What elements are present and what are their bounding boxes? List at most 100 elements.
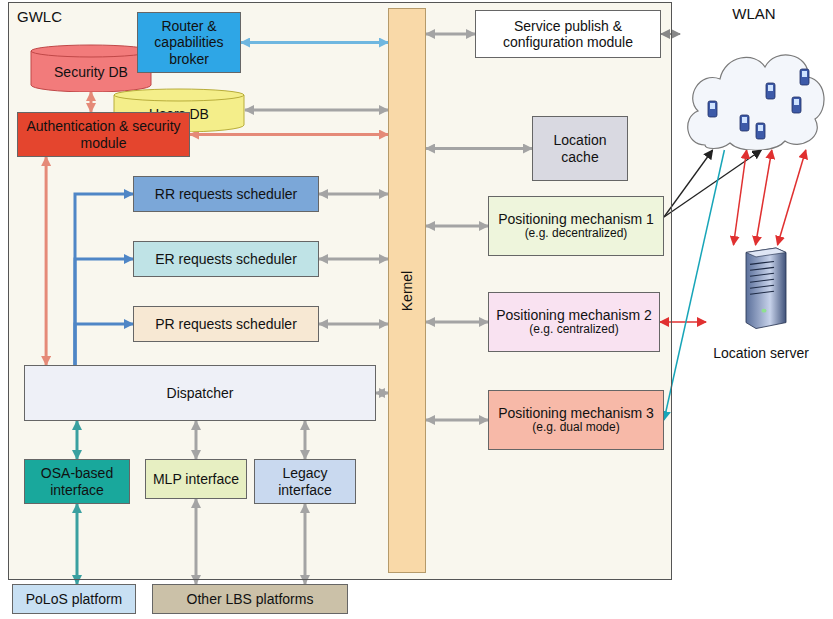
text-holder: PR requests scheduler — [151, 314, 301, 334]
node-label: ER requests scheduler — [155, 251, 297, 267]
server-slot — [750, 267, 774, 270]
device-screen — [758, 125, 763, 131]
mobile-device — [792, 97, 801, 113]
cylinder-top — [114, 89, 244, 101]
scheduler-box: PR requests scheduler — [133, 306, 319, 342]
connector-arrow — [426, 321, 488, 324]
connector-arrow — [76, 504, 79, 584]
interface-box: Legacy interface — [254, 459, 356, 504]
module-box: Service publish & configuration module — [475, 10, 661, 58]
gwlc-frame: GWLC Security DB Router & capabilities bro… — [8, 2, 672, 580]
node-label: RR requests scheduler — [155, 186, 297, 202]
node-label: Router & capabilities broker — [142, 18, 236, 66]
connector-arrow — [376, 392, 388, 395]
connector-arrow — [319, 193, 388, 196]
connector-arrow — [426, 225, 488, 228]
node-label: Authentication & security module — [22, 118, 185, 150]
node-label: Positioning mechanism 3 — [498, 405, 654, 421]
server-shape — [706, 245, 816, 333]
node-label: Location server — [706, 345, 816, 361]
connector-arrow — [241, 41, 388, 44]
connector-arrow — [45, 157, 48, 365]
interface-box: OSA-based interface — [24, 459, 130, 504]
connector-arrow — [734, 150, 747, 245]
connector-arrow — [664, 150, 724, 420]
server-slot — [750, 291, 774, 294]
text-holder: OSA-based interface — [25, 463, 129, 499]
server-slot — [750, 273, 774, 276]
cloud-shape — [680, 5, 828, 150]
connector-arrow — [319, 323, 388, 326]
scheduler-box: RR requests scheduler — [133, 176, 319, 212]
node-label: Positioning mechanism 2 — [496, 307, 652, 323]
device-screen — [794, 99, 799, 105]
connector-arrow — [190, 133, 388, 136]
text-holder: Location cache — [533, 130, 627, 166]
node-label: Location cache — [537, 132, 623, 164]
gwlc-ground — [8, 2, 672, 580]
text-holder: Security DB — [50, 54, 132, 82]
device-screen — [802, 71, 807, 77]
connector-arrow — [75, 194, 133, 365]
dispatcher-box: Dispatcher — [24, 365, 376, 421]
cloud-outline — [688, 55, 824, 150]
connector-arrow — [76, 421, 79, 459]
node-label: GWLC — [17, 8, 62, 25]
server-tower — [746, 248, 786, 329]
connector-arrow — [664, 150, 761, 217]
connector-arrow — [75, 324, 133, 365]
connector-arrow — [660, 321, 706, 323]
cylinder-top — [31, 45, 151, 57]
node-label: PoLoS platform — [26, 591, 123, 607]
connector-arrow — [426, 147, 532, 150]
text-holder: Dispatcher — [163, 383, 238, 403]
text-holder: MLP interface — [149, 469, 243, 489]
connector-arrow — [90, 92, 93, 112]
mobile-device — [740, 115, 749, 131]
device-screen — [710, 103, 715, 109]
mobile-device — [756, 123, 765, 139]
node-label: Service publish & configuration module — [480, 18, 656, 50]
node-label: Security DB — [54, 64, 128, 80]
positioning-box: Positioning mechanism 1(e.g. decentraliz… — [488, 196, 664, 256]
connector-arrow — [756, 150, 772, 245]
text-holder: RR requests scheduler — [151, 184, 301, 204]
text-holder: Service publish & configuration module — [476, 16, 660, 52]
text-holder: Positioning mechanism 1(e.g. decentraliz… — [494, 209, 658, 243]
positioning-box: Positioning mechanism 2(e.g. centralized… — [488, 292, 660, 352]
node-sublabel: (e.g. decentralized) — [498, 227, 654, 241]
module-box: Router & capabilities broker — [137, 12, 241, 73]
server-slot — [750, 261, 774, 264]
connector-arrow — [245, 109, 388, 112]
text-holder: Other LBS platforms — [183, 589, 318, 609]
text-holder: Authentication & security module — [18, 116, 189, 152]
node-label: Dispatcher — [167, 385, 234, 401]
wlan-cloud: WLAN — [680, 5, 828, 150]
connector-arrow — [75, 259, 133, 365]
text-holder: Router & capabilities broker — [138, 16, 240, 68]
connector-arrow — [304, 504, 307, 584]
connector-arrow — [195, 421, 198, 459]
server-top — [746, 248, 786, 257]
node-label: Positioning mechanism 1 — [498, 211, 654, 227]
text-holder: Legacy interface — [255, 463, 355, 499]
mobile-device — [766, 83, 775, 99]
node-sublabel: (e.g. centralized) — [496, 323, 652, 337]
server-slot — [750, 279, 774, 282]
platform-box: PoLoS platform — [12, 584, 136, 614]
module-box: Authentication & security module — [17, 112, 190, 157]
node-label: PR requests scheduler — [155, 316, 297, 332]
positioning-box: Positioning mechanism 3(e.g. dual mode) — [488, 390, 664, 450]
platform-box: Other LBS platforms — [152, 584, 348, 614]
interface-box: MLP interface — [145, 459, 247, 499]
node-label: Kernel — [399, 270, 415, 310]
node-label: Other LBS platforms — [187, 591, 314, 607]
device-screen — [768, 85, 773, 91]
text-holder: Positioning mechanism 2(e.g. centralized… — [492, 305, 656, 339]
text-holder: ER requests scheduler — [151, 249, 301, 269]
database-cylinder: Security DB — [30, 44, 152, 92]
text-holder: Positioning mechanism 3(e.g. dual mode) — [494, 403, 658, 437]
mobile-device — [708, 101, 717, 117]
server-icon: Location server — [706, 245, 816, 363]
text-holder: PoLoS platform — [22, 589, 127, 609]
